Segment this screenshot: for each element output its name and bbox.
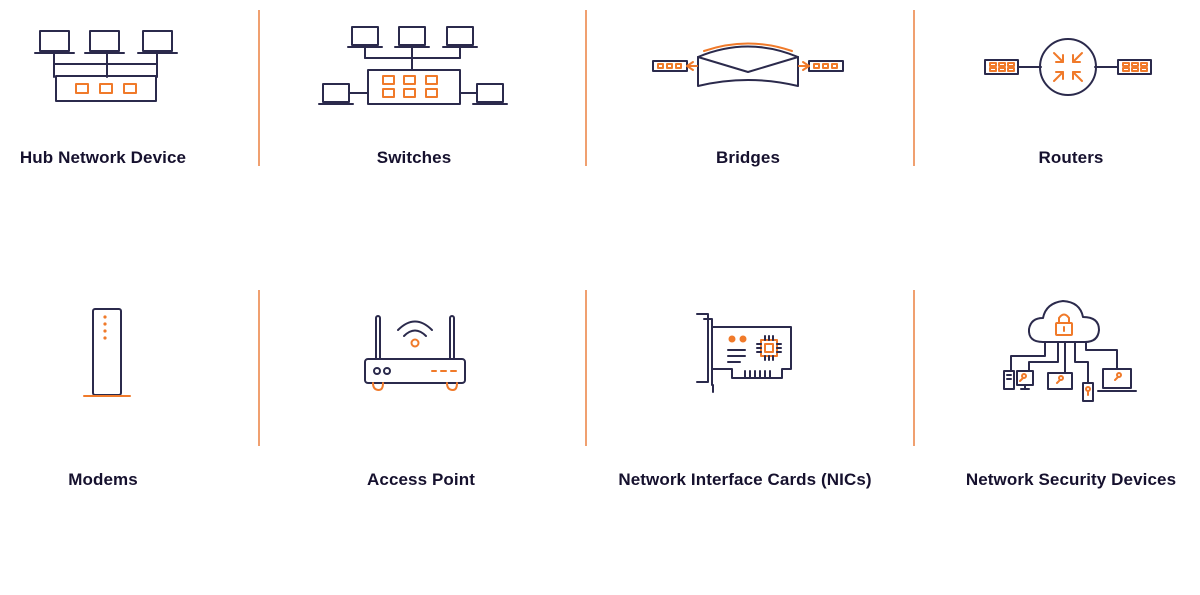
device-card-security: Network Security Devices [921,342,1200,595]
divider [913,290,915,446]
device-label: Modems [68,470,138,489]
device-label: Access Point [367,470,475,489]
router-icon [984,38,1152,96]
device-card-modems: Modems [0,342,253,595]
device-card-bridges: Bridges [598,0,898,253]
device-card-access-point: Access Point [271,342,571,595]
device-label: Hub Network Device [19,148,187,167]
bridge-icon [652,42,844,87]
divider [258,290,260,446]
device-card-nics: Network Interface Cards (NICs) [595,342,895,595]
divider [913,10,915,166]
divider [585,10,587,166]
divider [258,10,260,166]
device-label: Bridges [716,148,780,167]
device-label: Network Security Devices [965,470,1177,489]
divider [585,290,587,446]
device-label: Network Interface Cards (NICs) [618,470,872,489]
hub-icon [34,30,178,102]
switch-icon [318,26,508,105]
device-card-routers: Routers [921,0,1200,253]
device-label: Switches [376,148,452,167]
device-card-switches: Switches [264,0,564,253]
device-card-hub: Hub Network Device [0,0,253,253]
device-label: Routers [1038,148,1104,167]
